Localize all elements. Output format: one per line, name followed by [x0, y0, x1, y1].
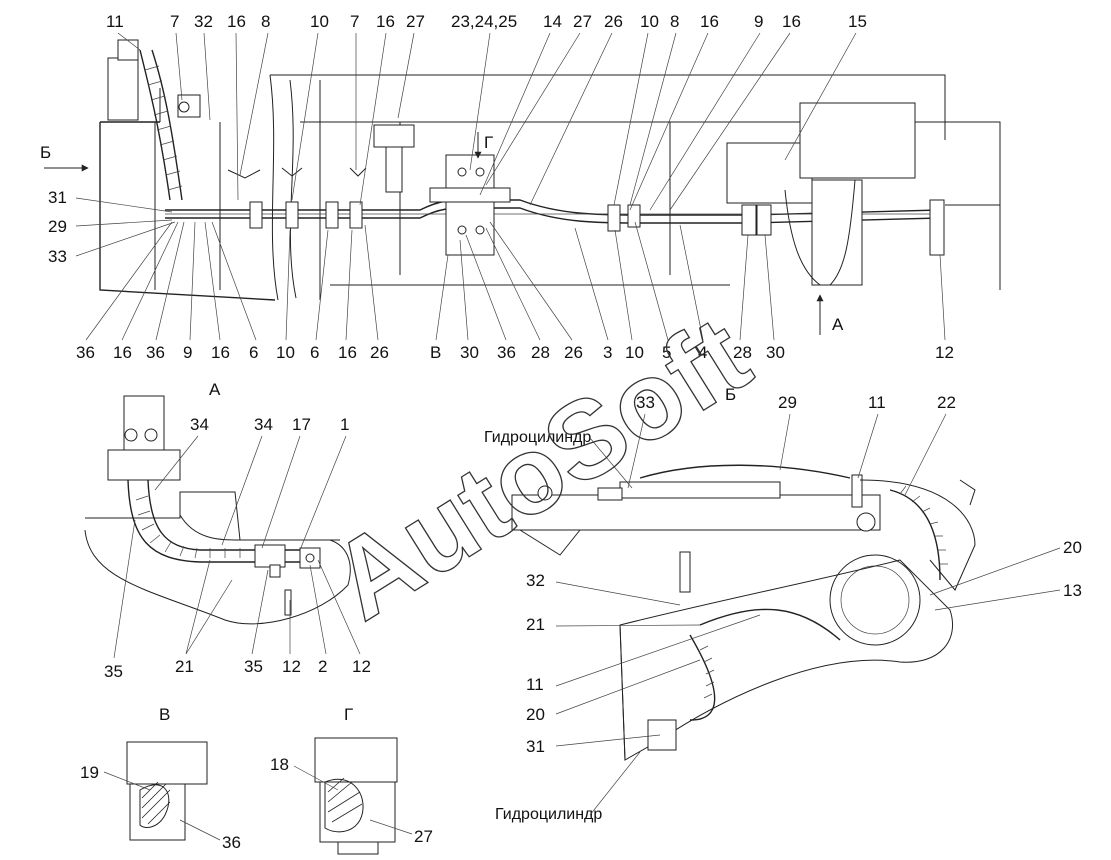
- view-b: Б Гидроцилиндр Гидроцилиндр 33 29 11 22 …: [484, 385, 1082, 823]
- callout: 12: [935, 343, 954, 362]
- callout: 23,24,25: [451, 12, 517, 31]
- callout: 22: [937, 393, 956, 412]
- main-view: Б Г А 11 7 32 16 8 10 7 16 27 23,24,25 1…: [40, 12, 1001, 362]
- view-a: А 34 34 17 1 35 21 35 12 2 12: [84, 380, 371, 681]
- callout: 16: [227, 12, 246, 31]
- callout: 2: [318, 657, 327, 676]
- caption-hydraulic-cylinder-bottom: Гидроцилиндр: [495, 806, 602, 823]
- callout: 6: [249, 343, 258, 362]
- callout: 16: [211, 343, 230, 362]
- callout: 30: [460, 343, 479, 362]
- callout: 11: [526, 675, 544, 694]
- arrow-label-g: Г: [484, 133, 493, 152]
- callout: 16: [782, 12, 801, 31]
- callout: 36: [222, 833, 241, 852]
- arrow-label-b: Б: [40, 143, 51, 162]
- callout: 27: [573, 12, 592, 31]
- callout: 13: [1063, 581, 1082, 600]
- callout: 35: [244, 657, 263, 676]
- callout: 34: [254, 415, 273, 434]
- callout: 34: [190, 415, 209, 434]
- callout: 9: [183, 343, 192, 362]
- callout: 36: [76, 343, 95, 362]
- callout: 3: [603, 343, 612, 362]
- callout: 16: [700, 12, 719, 31]
- callout: 36: [497, 343, 516, 362]
- callout: 11: [868, 393, 886, 412]
- callout: 6: [310, 343, 319, 362]
- callout: 9: [754, 12, 763, 31]
- callout: 29: [48, 217, 67, 236]
- callout: 14: [543, 12, 562, 31]
- view-g: Г 18 27: [270, 705, 433, 855]
- callout: 15: [848, 12, 867, 31]
- callout: 21: [526, 615, 545, 634]
- view-v-title: В: [159, 705, 170, 724]
- callout: 32: [194, 12, 213, 31]
- callout: 16: [376, 12, 395, 31]
- callout: 10: [276, 343, 295, 362]
- view-a-title: А: [209, 380, 221, 399]
- callout: 27: [414, 827, 433, 846]
- arrow-label-a: А: [832, 315, 844, 334]
- callout: 8: [670, 12, 679, 31]
- callout: 35: [104, 662, 123, 681]
- callout: 26: [370, 343, 389, 362]
- callout: 12: [282, 657, 301, 676]
- callout: 18: [270, 755, 289, 774]
- view-g-title: Г: [344, 705, 353, 724]
- callout: 31: [526, 737, 545, 756]
- callout: В: [430, 343, 441, 362]
- callout: 10: [625, 343, 644, 362]
- callout: 33: [48, 247, 67, 266]
- callout: 5: [662, 343, 671, 362]
- callout: 8: [261, 12, 270, 31]
- callout: 20: [1063, 538, 1082, 557]
- callout: 28: [531, 343, 550, 362]
- callout: 19: [80, 763, 99, 782]
- callout: 36: [146, 343, 165, 362]
- callout: 1: [340, 415, 349, 434]
- callout: 16: [338, 343, 357, 362]
- callout: 7: [170, 12, 179, 31]
- callout: 32: [526, 571, 545, 590]
- clamp: [249, 201, 641, 232]
- callout: 16: [113, 343, 132, 362]
- caption-hydraulic-cylinder-top: Гидроцилиндр: [484, 429, 591, 446]
- view-v: В 19 36: [80, 705, 241, 852]
- callout: 11: [106, 12, 124, 31]
- callout: 12: [352, 657, 371, 676]
- callout: 7: [350, 12, 359, 31]
- callout: 26: [604, 12, 623, 31]
- callout: 20: [526, 705, 545, 724]
- view-b-title: Б: [725, 385, 736, 404]
- callout: 28: [733, 343, 752, 362]
- callout: 30: [766, 343, 785, 362]
- callout: 10: [640, 12, 659, 31]
- callout: 4: [698, 343, 707, 362]
- callout: 27: [406, 12, 425, 31]
- callout: 29: [778, 393, 797, 412]
- callout: 17: [292, 415, 311, 434]
- callout: 21: [175, 657, 194, 676]
- callout: 31: [48, 188, 67, 207]
- callout: 26: [564, 343, 583, 362]
- callout: 10: [310, 12, 329, 31]
- callout: 33: [636, 393, 655, 412]
